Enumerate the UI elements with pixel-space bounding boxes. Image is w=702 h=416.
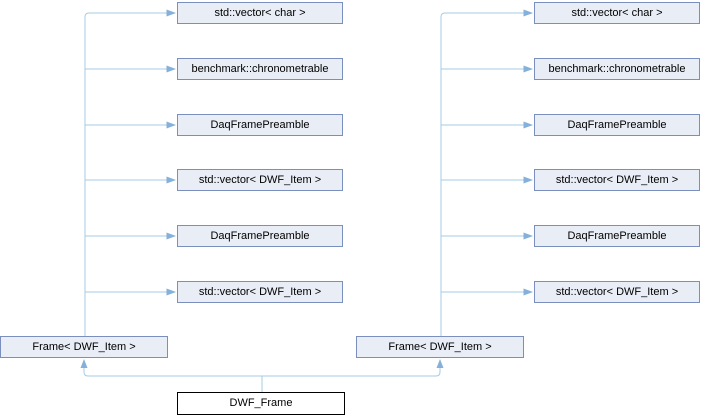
- node-left-std-vector-dwf-item-1[interactable]: std::vector< DWF_Item >: [177, 169, 343, 191]
- arrowhead-right: [523, 288, 533, 296]
- arrowhead-right: [166, 9, 176, 17]
- node-left-benchmark-chronometrable[interactable]: benchmark::chronometrable: [177, 58, 343, 80]
- arrowhead-right: [523, 9, 533, 17]
- arrowhead-right: [166, 232, 176, 240]
- node-main-dwf-frame: DWF_Frame: [177, 392, 345, 415]
- node-right-daqframepreamble-2[interactable]: DaqFramePreamble: [534, 225, 700, 247]
- node-left-std-vector-char[interactable]: std::vector< char >: [177, 2, 343, 24]
- node-left-daqframepreamble-1[interactable]: DaqFramePreamble: [177, 114, 343, 136]
- arrowhead-right: [523, 121, 533, 129]
- arrowhead-right: [523, 232, 533, 240]
- arrowhead-up: [80, 359, 88, 368]
- node-left-daqframepreamble-2[interactable]: DaqFramePreamble: [177, 225, 343, 247]
- inheritance-edges: [80, 359, 444, 392]
- arrowhead-right: [523, 65, 533, 73]
- arrowhead-right: [166, 288, 176, 296]
- node-right-benchmark-chronometrable[interactable]: benchmark::chronometrable: [534, 58, 700, 80]
- arrowhead-up: [436, 359, 444, 368]
- node-right-daqframepreamble-1[interactable]: DaqFramePreamble: [534, 114, 700, 136]
- left-usage-edges: [84, 9, 176, 336]
- right-usage-edges: [440, 9, 533, 336]
- arrowhead-right: [166, 176, 176, 184]
- node-right-std-vector-char[interactable]: std::vector< char >: [534, 2, 700, 24]
- right-trunk-line: [440, 12, 524, 336]
- left-trunk-line: [84, 12, 167, 336]
- node-frame-dwf-item-right[interactable]: Frame< DWF_Item >: [356, 336, 524, 358]
- arrowhead-right: [523, 176, 533, 184]
- node-left-std-vector-dwf-item-2[interactable]: std::vector< DWF_Item >: [177, 281, 343, 303]
- node-frame-dwf-item-left[interactable]: Frame< DWF_Item >: [0, 336, 168, 358]
- node-right-std-vector-dwf-item-2[interactable]: std::vector< DWF_Item >: [534, 281, 700, 303]
- arrowhead-right: [166, 65, 176, 73]
- arrowhead-right: [166, 121, 176, 129]
- node-right-std-vector-dwf-item-1[interactable]: std::vector< DWF_Item >: [534, 169, 700, 191]
- inheritance-line: [83, 367, 441, 377]
